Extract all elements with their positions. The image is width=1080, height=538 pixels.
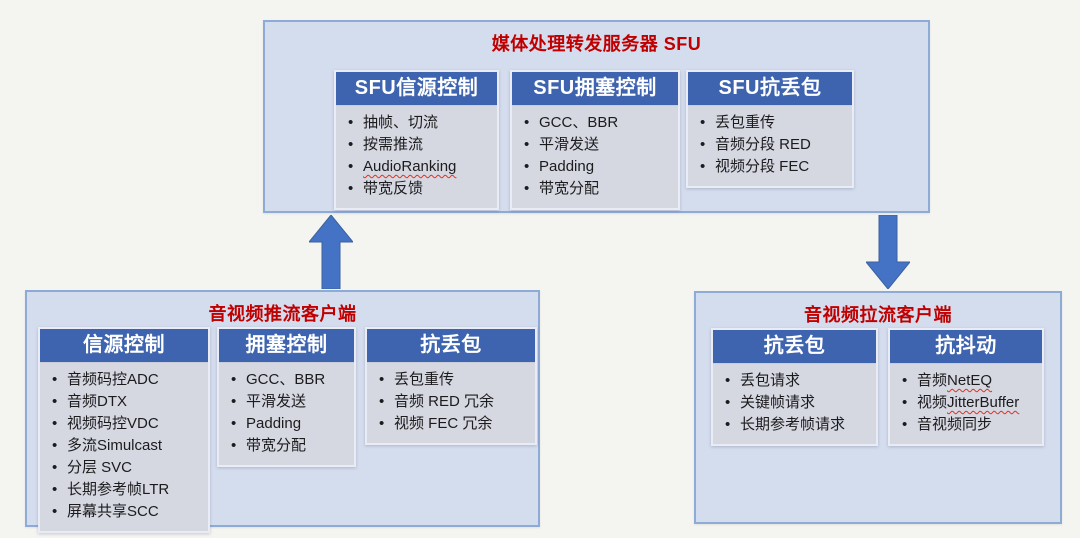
- list-item: 音频DTX: [46, 391, 204, 413]
- list-item: 长期参考帧LTR: [46, 479, 204, 501]
- list-item: 关键帧请求: [719, 392, 872, 414]
- panel-header: 拥塞控制: [219, 329, 354, 363]
- panel-push-congestion-control: 拥塞控制 GCC、BBR 平滑发送 Padding 带宽分配: [217, 327, 356, 467]
- panel-list: GCC、BBR 平滑发送 Padding 带宽分配: [219, 363, 354, 465]
- list-item-text: 长期参考帧LTR: [67, 481, 170, 498]
- panel-header: 信源控制: [40, 329, 208, 363]
- pull-client-box: 音视频拉流客户端 抗丢包 丢包请求 关键帧请求 长期参考帧请求 抗抖动 音频Ne…: [694, 291, 1062, 524]
- list-item: 视频码控VDC: [46, 413, 204, 435]
- list-item-text: 抽帧、切流: [363, 114, 439, 131]
- panel-header: 抗丢包: [713, 330, 876, 364]
- list-item: 音视频同步: [896, 414, 1038, 436]
- list-item: 多流Simulcast: [46, 435, 204, 457]
- push-client-box: 音视频推流客户端 信源控制 音频码控ADC 音频DTX 视频码控VDC 多流Si…: [25, 290, 540, 533]
- list-item: 视频分段 FEC: [694, 156, 848, 178]
- list-item: AudioRanking: [342, 156, 493, 178]
- list-item: 丢包重传: [694, 112, 848, 134]
- list-item: Padding: [225, 413, 350, 435]
- list-item-text: 音频码控ADC: [67, 371, 159, 388]
- list-item: 音频NetEQ: [896, 370, 1038, 392]
- list-item-text: 视频 FEC 冗余: [394, 415, 493, 432]
- list-item-text: 视频码控VDC: [67, 415, 159, 432]
- list-item-text: 音频: [917, 372, 948, 389]
- list-item-text: 丢包请求: [740, 372, 801, 389]
- panel-list: 音频NetEQ 视频JitterBuffer 音视频同步: [890, 364, 1042, 444]
- panel-pull-loss-resilience: 抗丢包 丢包请求 关键帧请求 长期参考帧请求: [711, 328, 878, 446]
- panel-push-loss-resilience: 抗丢包 丢包重传 音频 RED 冗余 视频 FEC 冗余: [365, 327, 537, 445]
- list-item-text: 分层 SVC: [67, 459, 133, 476]
- list-item: 平滑发送: [518, 134, 674, 156]
- list-item-flagged-text: NetEQ: [947, 372, 993, 389]
- panel-list: 丢包重传 音频分段 RED 视频分段 FEC: [688, 106, 852, 186]
- list-item-text: 视频: [917, 394, 948, 411]
- list-item: Padding: [518, 156, 674, 178]
- list-item: 音频码控ADC: [46, 369, 204, 391]
- panel-sfu-loss-resilience: SFU抗丢包 丢包重传 音频分段 RED 视频分段 FEC: [686, 70, 854, 188]
- pull-client-title: 音视频拉流客户端: [804, 305, 952, 325]
- list-item-text: 带宽分配: [539, 180, 600, 197]
- list-item-text: GCC、BBR: [246, 371, 326, 388]
- list-item-text: 按需推流: [363, 136, 424, 153]
- upstream-arrow-icon: [307, 214, 355, 294]
- panel-list: GCC、BBR 平滑发送 Padding 带宽分配: [512, 106, 678, 208]
- list-item: 带宽分配: [518, 178, 674, 200]
- list-item: 视频JitterBuffer: [896, 392, 1038, 414]
- list-item-text: 平滑发送: [539, 136, 600, 153]
- list-item: 视频 FEC 冗余: [373, 413, 531, 435]
- panel-list: 音频码控ADC 音频DTX 视频码控VDC 多流Simulcast 分层 SVC…: [40, 363, 208, 531]
- list-item-text: 音频 RED 冗余: [394, 393, 495, 410]
- list-item: 长期参考帧请求: [719, 414, 872, 436]
- list-item-text: 屏幕共享SCC: [67, 503, 159, 520]
- panel-header: 抗抖动: [890, 330, 1042, 364]
- panel-sfu-source-control: SFU信源控制 抽帧、切流 按需推流 AudioRanking 带宽反馈: [334, 70, 499, 210]
- sfu-server-title: 媒体处理转发服务器 SFU: [491, 34, 702, 54]
- panel-list: 丢包重传 音频 RED 冗余 视频 FEC 冗余: [367, 363, 535, 443]
- list-item-text: 长期参考帧请求: [740, 416, 846, 433]
- list-item: 平滑发送: [225, 391, 350, 413]
- list-item-text: 平滑发送: [246, 393, 307, 410]
- list-item: 音频 RED 冗余: [373, 391, 531, 413]
- downstream-arrow-icon: [864, 214, 912, 294]
- list-item: 丢包重传: [373, 369, 531, 391]
- panel-header: 抗丢包: [367, 329, 535, 363]
- panel-list: 抽帧、切流 按需推流 AudioRanking 带宽反馈: [336, 106, 497, 208]
- list-item: 带宽分配: [225, 435, 350, 457]
- panel-push-source-control: 信源控制 音频码控ADC 音频DTX 视频码控VDC 多流Simulcast 分…: [38, 327, 210, 533]
- list-item-text: 多流Simulcast: [67, 437, 163, 454]
- list-item: 带宽反馈: [342, 178, 493, 200]
- panel-sfu-congestion-control: SFU拥塞控制 GCC、BBR 平滑发送 Padding 带宽分配: [510, 70, 680, 210]
- list-item-text: Padding: [539, 158, 595, 175]
- list-item: 分层 SVC: [46, 457, 204, 479]
- list-item: 音频分段 RED: [694, 134, 848, 156]
- panel-header: SFU信源控制: [336, 72, 497, 106]
- list-item-flagged-text: JitterBuffer: [947, 394, 1020, 411]
- list-item: GCC、BBR: [225, 369, 350, 391]
- list-item-flagged-text: AudioRanking: [363, 158, 457, 175]
- list-item-text: 音视频同步: [917, 416, 993, 433]
- list-item-text: GCC、BBR: [539, 114, 619, 131]
- panel-pull-jitter-resilience: 抗抖动 音频NetEQ 视频JitterBuffer 音视频同步: [888, 328, 1044, 446]
- list-item: 按需推流: [342, 134, 493, 156]
- list-item: GCC、BBR: [518, 112, 674, 134]
- sfu-server-box: 媒体处理转发服务器 SFU SFU信源控制 抽帧、切流 按需推流 AudioRa…: [263, 20, 930, 213]
- panel-header: SFU抗丢包: [688, 72, 852, 106]
- list-item-text: 丢包重传: [715, 114, 776, 131]
- list-item-text: 带宽反馈: [363, 180, 424, 197]
- panel-list: 丢包请求 关键帧请求 长期参考帧请求: [713, 364, 876, 444]
- list-item: 抽帧、切流: [342, 112, 493, 134]
- list-item-text: 丢包重传: [394, 371, 455, 388]
- list-item: 屏幕共享SCC: [46, 501, 204, 523]
- list-item-text: 视频分段 FEC: [715, 158, 810, 175]
- list-item-text: 音频分段 RED: [715, 136, 811, 153]
- list-item-text: 音频DTX: [67, 393, 128, 410]
- push-client-title: 音视频推流客户端: [208, 304, 357, 324]
- list-item-text: 带宽分配: [246, 437, 307, 454]
- panel-header: SFU拥塞控制: [512, 72, 678, 106]
- list-item-text: 关键帧请求: [740, 394, 816, 411]
- list-item: 丢包请求: [719, 370, 872, 392]
- list-item-text: Padding: [246, 415, 302, 432]
